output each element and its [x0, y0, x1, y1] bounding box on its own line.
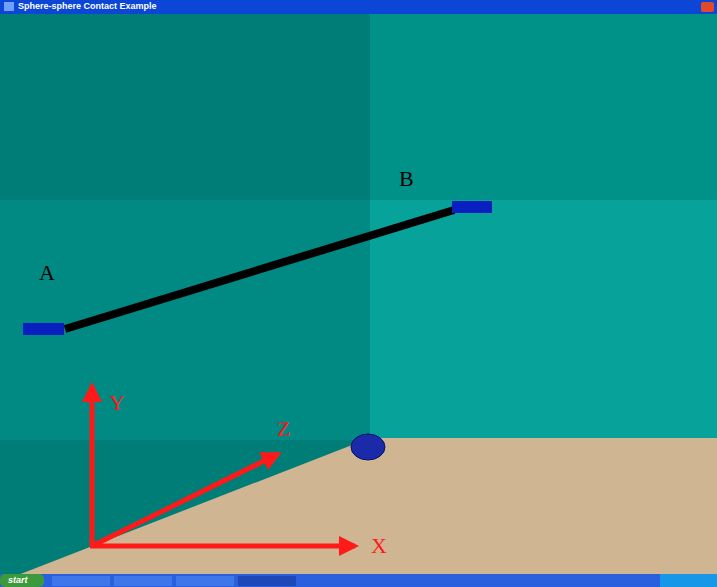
floor	[0, 438, 717, 582]
taskbar	[0, 574, 717, 587]
system-tray	[660, 574, 717, 587]
sphere	[351, 434, 385, 460]
axis-label: X	[371, 535, 387, 557]
close-button	[701, 2, 714, 12]
axis-label: Y	[109, 392, 125, 414]
taskbar-item	[238, 576, 296, 586]
right-wall-lower	[370, 200, 717, 440]
end-block	[23, 323, 64, 335]
start-button	[0, 574, 44, 587]
taskbar-item	[176, 576, 234, 586]
window-icon	[4, 2, 14, 11]
x-axis	[90, 544, 355, 549]
point-label: A	[39, 262, 55, 284]
axis-label: Z	[277, 418, 290, 440]
taskbar-item	[52, 576, 110, 586]
end-block	[452, 201, 492, 213]
y-axis	[90, 386, 95, 546]
title-bar	[0, 0, 717, 14]
start-label: start	[8, 576, 28, 585]
taskbar-item	[114, 576, 172, 586]
rod	[65, 210, 454, 329]
z-axis	[92, 454, 278, 546]
right-wall-upper	[370, 14, 717, 200]
point-label: B	[399, 168, 414, 190]
window-title: Sphere-sphere Contact Example	[18, 2, 157, 11]
left-wall-lower	[0, 200, 370, 440]
